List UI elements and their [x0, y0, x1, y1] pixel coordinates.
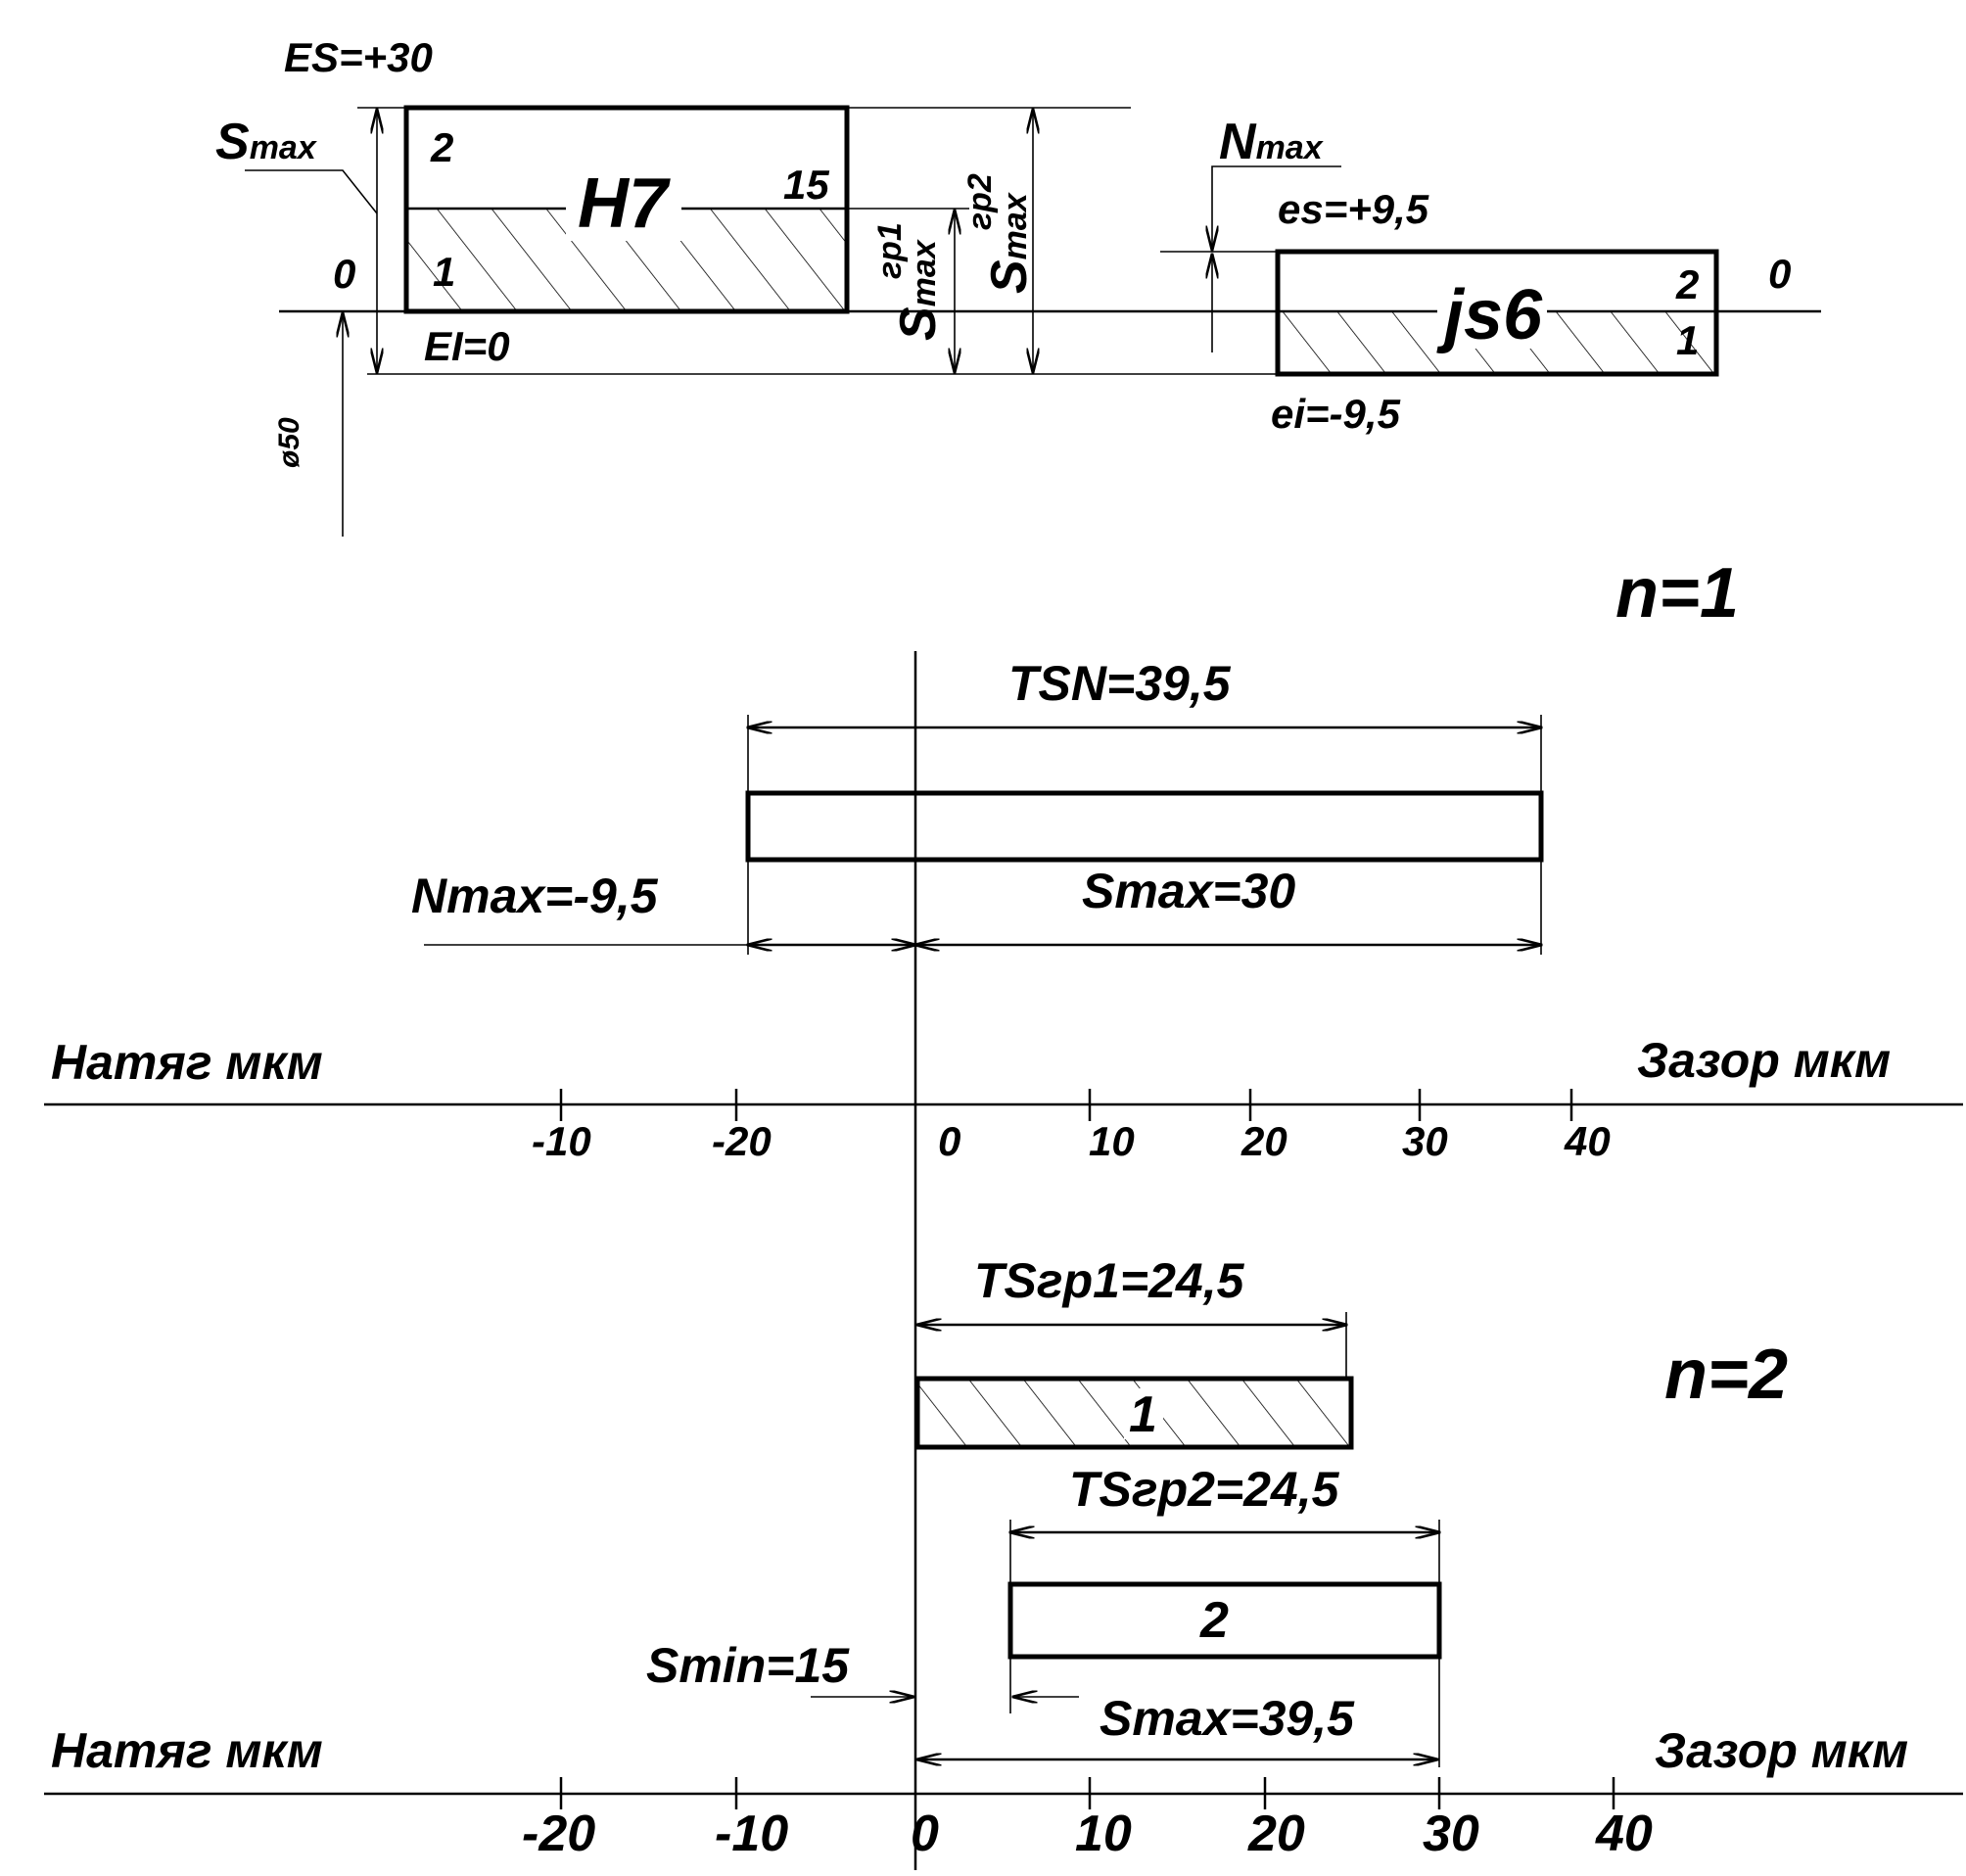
n2-tick-label: -20	[522, 1806, 595, 1862]
nmax-value-label: Nmax=-9,5	[411, 868, 659, 923]
group1-label-bg	[1124, 1388, 1163, 1439]
group2-bar	[1007, 1581, 1442, 1660]
smax2-label: Smax=39,5	[1100, 1691, 1355, 1746]
n1-tick-label: -20	[712, 1118, 772, 1164]
smax-label: Smax	[215, 114, 318, 170]
n2-left-axis-label: Натяг мкм	[51, 1723, 323, 1778]
nmax-leader	[1211, 165, 1341, 171]
smax-gr2-label: Smax	[981, 191, 1038, 294]
section-n2: n=2 TSгр1=24,5 1 TSгр2=24,5 2 Smin=15 Sm…	[44, 1253, 1963, 1862]
n2-label: n=2	[1664, 1336, 1788, 1414]
n1-tick-label: 0	[938, 1118, 960, 1164]
n2-tick-label: 20	[1247, 1806, 1305, 1862]
section-n1: n=1 TSN=39,5 Nmax=-9,5 Smax=30 Натяг мкм…	[44, 554, 1963, 1870]
top-field-scheme: H7 2 1 15 js6 2 1 0 0 ES=+30 EI=0 es=+9,…	[215, 34, 1821, 537]
tsn-field-bar	[745, 790, 1544, 863]
tsn-label: TSN=39,5	[1008, 656, 1232, 711]
es-shaft-label: es=+9,5	[1278, 186, 1429, 232]
smax-value-label: Smax=30	[1082, 864, 1295, 918]
n2-tick-label: -10	[715, 1806, 788, 1862]
group1-bar	[914, 1376, 1354, 1450]
js6-field-box	[1275, 249, 1719, 377]
tsgr2-label: TSгр2=24,5	[1069, 1462, 1340, 1517]
group1-bar-label: 1	[1129, 1386, 1157, 1443]
nmax-label: Nmax	[1219, 114, 1325, 170]
h7-label-bg	[566, 168, 681, 241]
h7-label: H7	[578, 164, 671, 243]
smax-gr1-label: Smax	[890, 238, 947, 341]
n1-tick-label: 20	[1240, 1118, 1287, 1164]
tsgr1-label: TSгр1=24,5	[974, 1253, 1245, 1308]
group2-bar-label: 2	[1199, 1592, 1229, 1649]
js6-group-2-label: 2	[1675, 261, 1699, 307]
smax-gr1-sup: гр1	[871, 222, 909, 279]
ei-shaft-label: ei=-9,5	[1271, 391, 1401, 437]
n2-tick-label: 10	[1075, 1806, 1132, 1862]
smax-gr2-sup: гр2	[961, 173, 999, 230]
h7-group-2-label: 2	[430, 124, 453, 170]
js6-label-bg	[1437, 278, 1547, 349]
n1-tick-label: -10	[532, 1118, 591, 1164]
h7-mid-value: 15	[783, 162, 829, 208]
n1-tick-label: 40	[1564, 1118, 1611, 1164]
n2-tick-label: 30	[1423, 1806, 1479, 1862]
js6-label: js6	[1436, 276, 1543, 354]
n1-left-axis-label: Натяг мкм	[51, 1035, 323, 1090]
zero-label-left: 0	[333, 251, 355, 297]
n1-right-axis-label: Зазор мкм	[1637, 1033, 1891, 1088]
n2-tick-label: 40	[1595, 1806, 1653, 1862]
n1-tick-label: 30	[1402, 1118, 1448, 1164]
ei-hole-label: EI=0	[424, 323, 510, 369]
smax-leader	[245, 169, 378, 214]
zero-label-right: 0	[1768, 251, 1791, 297]
es-hole-label: ES=+30	[284, 34, 433, 80]
n2-right-axis-label: Зазор мкм	[1655, 1723, 1908, 1778]
n1-label: n=1	[1615, 554, 1739, 633]
diameter-label: ø50	[273, 417, 305, 468]
n1-tick-label: 10	[1089, 1118, 1135, 1164]
h7-group-1-label: 1	[433, 249, 455, 295]
js6-group-1-label: 1	[1676, 317, 1699, 363]
smin-label: Smin=15	[646, 1638, 850, 1693]
n2-tick-label: 0	[911, 1806, 939, 1862]
